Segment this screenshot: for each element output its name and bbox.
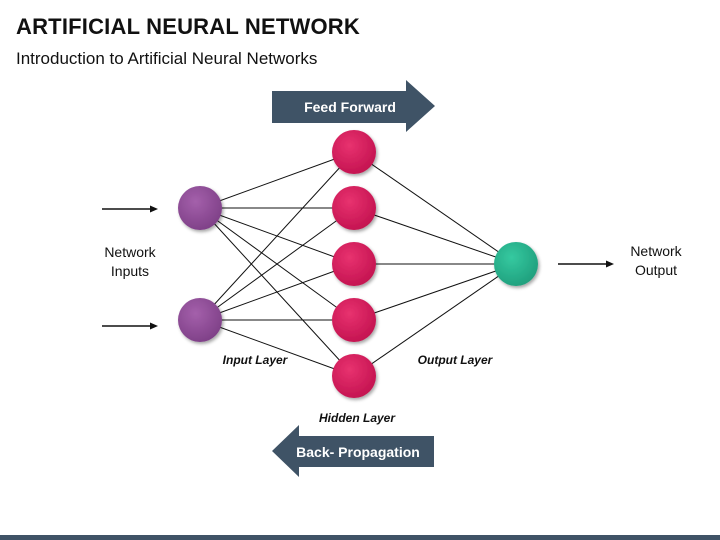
hidden-node	[332, 354, 376, 398]
hidden-node	[332, 242, 376, 286]
connection-line	[353, 263, 517, 377]
input-node	[178, 186, 222, 230]
output-arrow-head	[606, 260, 614, 268]
connection-line	[199, 207, 355, 321]
output-arrow	[558, 260, 614, 268]
nodes	[178, 130, 538, 398]
hidden-node	[332, 298, 376, 342]
feed-forward-label: Feed Forward	[304, 99, 396, 115]
hidden-node	[332, 130, 376, 174]
output-layer-label: Output Layer	[418, 353, 494, 367]
back-propagation-arrow: Back- Propagation	[272, 425, 434, 477]
back-propagation-label: Back- Propagation	[296, 444, 420, 460]
connection-line	[199, 263, 355, 321]
input-arrows	[102, 205, 158, 330]
connections	[199, 151, 517, 377]
feed-forward-arrow-shape	[272, 80, 435, 132]
connection-line	[353, 263, 517, 321]
network-output-label-line1: Network	[630, 243, 682, 259]
page-subtitle: Introduction to Artificial Neural Networ…	[16, 49, 318, 68]
footer-bar	[0, 535, 720, 540]
network-output-label-line2: Output	[635, 262, 677, 278]
back-propagation-arrow-shape	[272, 425, 434, 477]
input-arrow-head	[150, 205, 158, 213]
feed-forward-arrow: Feed Forward	[272, 80, 435, 132]
input-layer-label: Input Layer	[223, 353, 289, 367]
network-inputs-label-line2: Inputs	[111, 263, 149, 279]
connection-line	[199, 151, 355, 209]
hidden-layer-label: Hidden Layer	[319, 411, 396, 425]
output-node	[494, 242, 538, 286]
hidden-node	[332, 186, 376, 230]
input-arrow-head	[150, 322, 158, 330]
connection-line	[353, 207, 517, 265]
network-inputs-label-line1: Network	[104, 244, 156, 260]
connection-line	[353, 151, 517, 265]
connection-line	[199, 151, 355, 321]
input-node	[178, 298, 222, 342]
page-title: ARTIFICIAL NEURAL NETWORK	[16, 14, 360, 39]
connection-line	[199, 319, 355, 377]
